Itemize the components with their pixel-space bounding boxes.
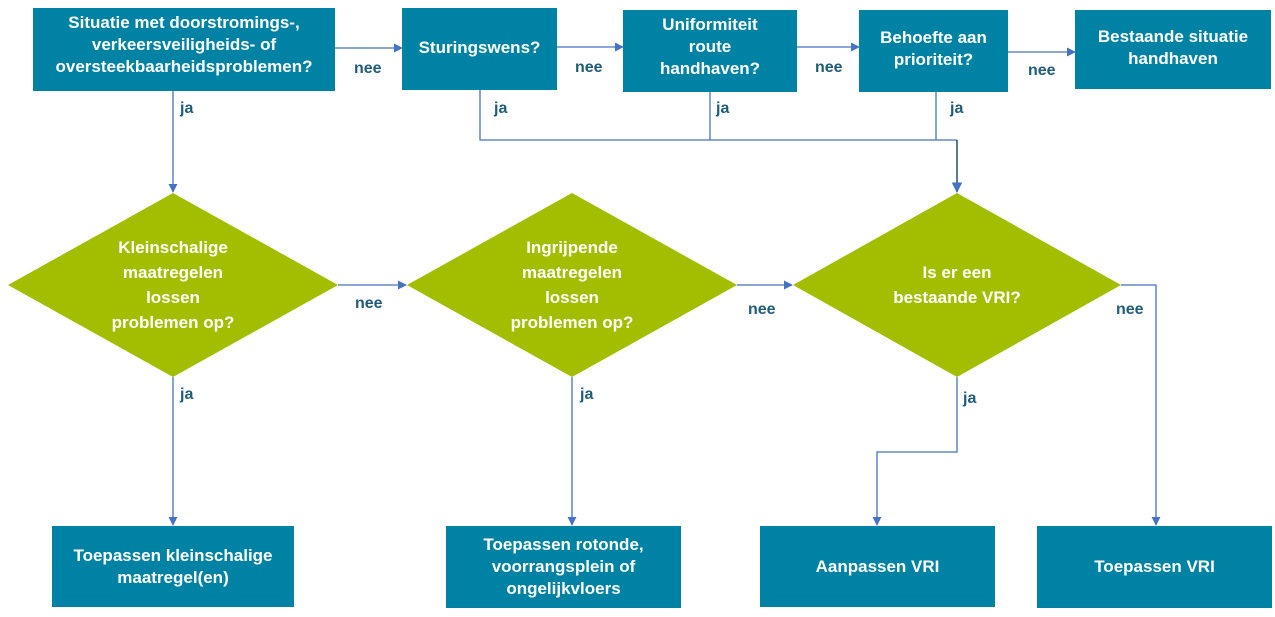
box-apply-vri: Toepassen VRI	[1037, 526, 1272, 608]
box-priority: Behoefte aan prioriteit?	[859, 10, 1008, 92]
box-steering: Sturingswens?	[402, 8, 557, 90]
label-no-major-measures: nee	[748, 301, 776, 318]
box-apply-small-text: Toepassen kleinschalige maatregel(en)	[73, 545, 273, 587]
label-no-steering: nee	[575, 59, 603, 76]
diamond-small-measures	[8, 193, 338, 377]
label-yes-situation: ja	[180, 100, 194, 117]
box-situation: Situatie met doorstromings-, verkeersvei…	[33, 8, 335, 91]
label-no-small-measures: nee	[355, 295, 383, 312]
label-yes-priority: ja	[950, 100, 964, 117]
box-uniformity-text: Uniformiteit route handhaven?	[659, 15, 761, 78]
box-uniformity: Uniformiteit route handhaven?	[623, 10, 797, 92]
box-maintain: Bestaande situatie handhaven	[1075, 10, 1271, 89]
box-adjust-vri: Aanpassen VRI	[760, 526, 995, 607]
box-apply-vri-text: Toepassen VRI	[1094, 557, 1215, 576]
diamond-major-measures-text: Ingrijpende maatregelen lossen problemen…	[510, 238, 634, 332]
box-priority-text: Behoefte aan prioriteit?	[880, 28, 987, 69]
box-maintain-text: Bestaande situatie handhaven	[1097, 27, 1249, 68]
label-yes-major-measures: ja	[580, 386, 594, 403]
label-no-situation: nee	[354, 60, 382, 77]
label-no-uniformity: nee	[815, 59, 843, 76]
label-yes-steering: ja	[494, 100, 508, 117]
diamond-existing-vri-text: Is er een bestaande VRI?	[893, 263, 1021, 307]
diamond-small-measures-text: Kleinschalige maatregelen lossen problem…	[111, 238, 235, 332]
edge-steering-yes-merge	[479, 90, 957, 141]
label-yes-uniformity: ja	[716, 100, 730, 117]
box-apply-roundabout: Toepassen rotonde, voorrangsplein of ong…	[446, 526, 681, 608]
label-yes-existing-vri: ja	[963, 390, 977, 407]
edge-vri-no-to-apply	[1121, 284, 1161, 526]
box-adjust-vri-text: Aanpassen VRI	[815, 556, 940, 576]
label-no-priority: nee	[1028, 62, 1056, 79]
edge-vri-yes-to-adjust	[872, 377, 958, 526]
diamond-major-measures	[407, 193, 737, 377]
box-steering-text: Sturingswens?	[418, 38, 541, 57]
label-yes-small-measures: ja	[180, 386, 194, 403]
box-apply-roundabout-text: Toepassen rotonde, voorrangsplein of ong…	[483, 535, 644, 598]
label-no-existing-vri: nee	[1116, 301, 1144, 318]
box-situation-text: Situatie met doorstromings-, verkeersvei…	[55, 13, 313, 76]
diamond-existing-vri	[793, 193, 1121, 377]
box-apply-small: Toepassen kleinschalige maatregel(en)	[52, 526, 294, 607]
